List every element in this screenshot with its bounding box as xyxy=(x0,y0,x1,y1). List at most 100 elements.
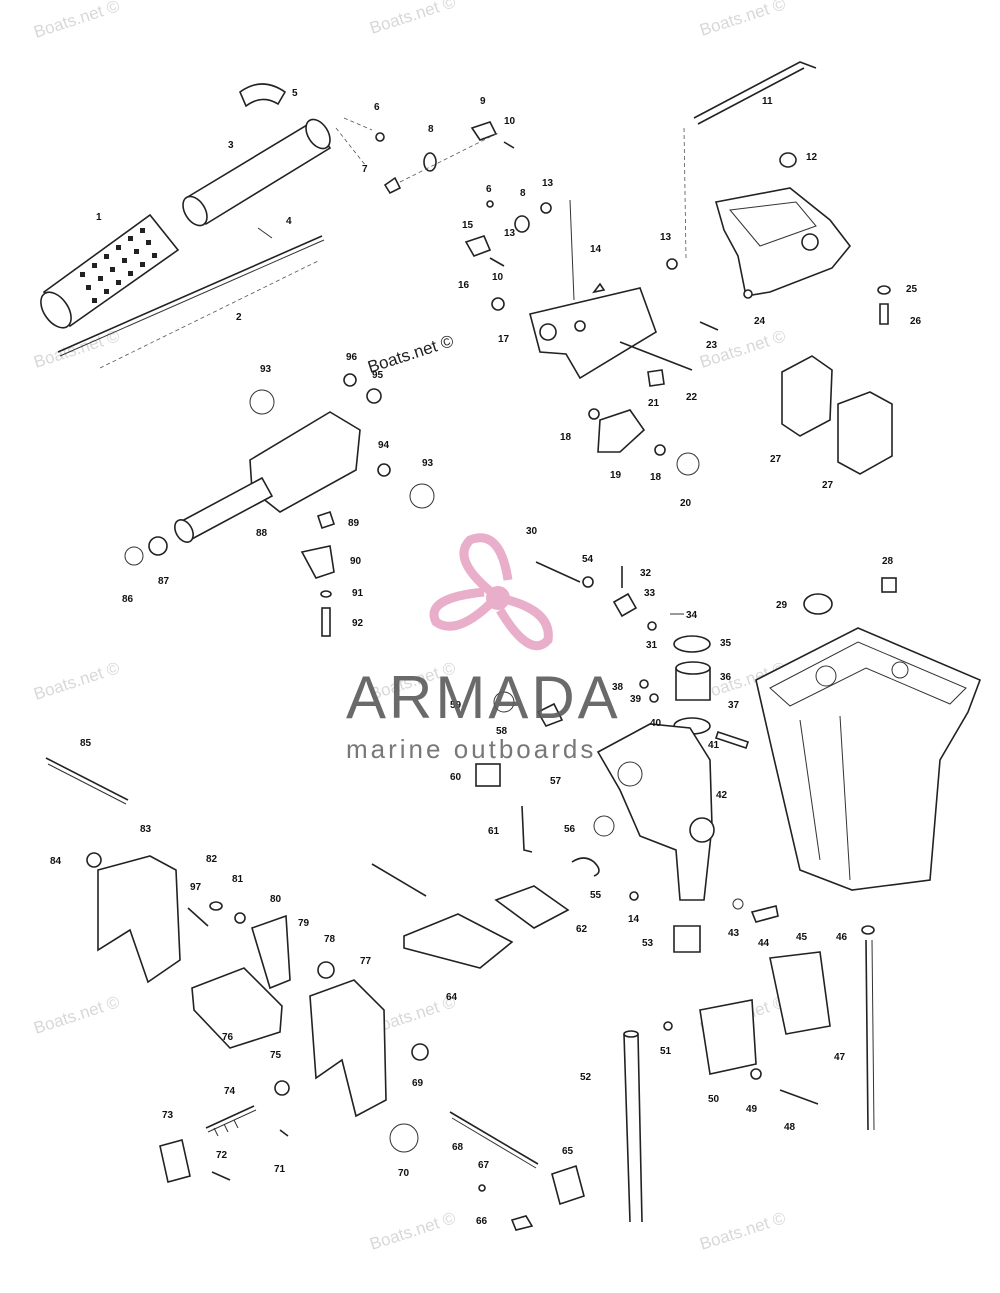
bolt xyxy=(321,607,331,637)
plate xyxy=(251,914,291,990)
callout: 26 xyxy=(910,316,922,327)
callout: 34 xyxy=(686,610,698,621)
tilt-tube xyxy=(449,1111,539,1165)
callout: 87 xyxy=(158,576,170,587)
callout: 91 xyxy=(352,588,364,599)
washer xyxy=(409,483,435,509)
pin xyxy=(211,1171,231,1181)
washer xyxy=(124,546,144,566)
callout: 15 xyxy=(462,220,474,231)
callout: 86 xyxy=(122,594,134,605)
brand-logo: ARMADA marine outboards xyxy=(346,533,621,764)
seal xyxy=(148,536,168,556)
callout: 2 xyxy=(236,312,242,323)
callout: 96 xyxy=(346,352,358,363)
callout: 8 xyxy=(520,188,526,199)
callout: 81 xyxy=(232,874,244,885)
tilt-lever xyxy=(403,913,514,969)
shaft xyxy=(865,939,869,1131)
callout: 13 xyxy=(660,232,672,243)
callout: 5 xyxy=(292,88,298,99)
callout: 45 xyxy=(796,932,808,943)
callout: 9 xyxy=(480,96,486,107)
callout: 61 xyxy=(488,826,500,837)
washer xyxy=(423,152,437,172)
bushing xyxy=(861,925,875,935)
callout: 97 xyxy=(190,882,202,893)
propeller-logo xyxy=(429,533,553,651)
tiller-shaft-edge xyxy=(59,239,325,357)
link-rod xyxy=(693,61,817,119)
pin xyxy=(489,257,505,267)
throttle-grip xyxy=(40,213,180,329)
callout: 20 xyxy=(680,498,692,509)
washer xyxy=(209,901,223,911)
callout: 71 xyxy=(274,1164,286,1175)
callout: 19 xyxy=(610,470,622,481)
callout: 75 xyxy=(270,1050,282,1061)
callout: 27 xyxy=(822,480,834,491)
ring xyxy=(673,635,711,653)
callout: 23 xyxy=(706,340,718,351)
guide-line xyxy=(399,131,501,183)
callout: 65 xyxy=(562,1146,574,1157)
callout: 64 xyxy=(446,992,458,1003)
knob xyxy=(647,369,665,387)
callout: 60 xyxy=(450,772,462,783)
knob xyxy=(317,961,335,979)
bolt xyxy=(714,730,750,750)
watermark-layer: Boats.net © Boats.net © Boats.net © Boat… xyxy=(31,0,788,1254)
steering-tube xyxy=(623,1033,631,1223)
steering-tube-edge xyxy=(637,1033,643,1223)
callout: 42 xyxy=(716,790,728,801)
spring xyxy=(521,805,533,853)
nut xyxy=(647,621,657,631)
callout: 67 xyxy=(478,1160,490,1171)
callout: 80 xyxy=(270,894,282,905)
callout: 18 xyxy=(650,472,662,483)
tiller-tube xyxy=(182,118,332,227)
callout: 38 xyxy=(612,682,624,693)
callout: 58 xyxy=(496,726,508,737)
link-rod-edge xyxy=(697,67,805,125)
bracket xyxy=(551,1164,585,1206)
retainer-clip xyxy=(239,83,287,108)
pin xyxy=(503,141,515,149)
guide-line xyxy=(343,117,373,131)
plug xyxy=(881,577,897,593)
pin xyxy=(478,1184,486,1192)
arrow xyxy=(592,282,606,294)
screw xyxy=(750,905,779,923)
bracket xyxy=(612,592,638,618)
washer xyxy=(249,389,275,415)
callout: 90 xyxy=(350,556,362,567)
callout: 31 xyxy=(646,640,658,651)
swivel-housing xyxy=(596,723,715,901)
exhaust-housing xyxy=(755,627,982,891)
nut xyxy=(750,1068,762,1080)
propeller-hub xyxy=(486,586,510,610)
callout: 25 xyxy=(906,284,918,295)
callout: 62 xyxy=(576,924,588,935)
pin xyxy=(257,227,273,239)
bolt-edge xyxy=(47,763,127,805)
guide-line xyxy=(569,199,575,301)
gasket xyxy=(493,691,515,713)
nut xyxy=(540,202,552,214)
callout: 46 xyxy=(836,932,848,943)
nut xyxy=(666,258,678,270)
callout: 92 xyxy=(352,618,364,629)
watermark: Boats.net © xyxy=(31,992,122,1038)
callout: 14 xyxy=(590,244,602,255)
ring xyxy=(676,452,700,476)
clamp xyxy=(300,545,335,579)
callout: 17 xyxy=(498,334,510,345)
washer xyxy=(86,852,102,868)
callout: 55 xyxy=(590,890,602,901)
bushing xyxy=(491,297,505,311)
brand-name: ARMADA xyxy=(346,664,621,731)
callout: 95 xyxy=(372,370,384,381)
bolt xyxy=(879,303,889,325)
shaft-edge xyxy=(871,939,875,1131)
